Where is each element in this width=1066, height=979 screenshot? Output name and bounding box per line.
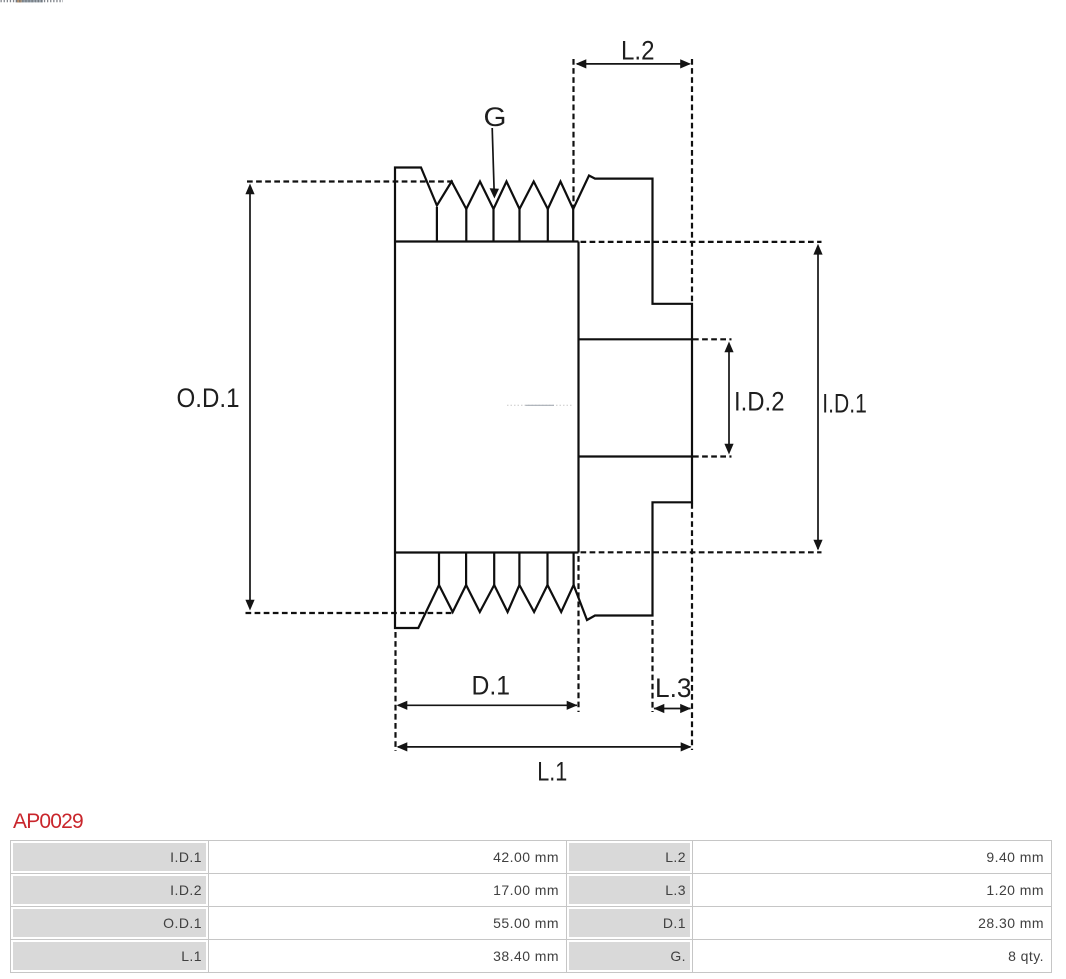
svg-text:I.D.2: I.D.2 [734,386,785,416]
svg-text:L.1: L.1 [537,757,567,787]
svg-text:I.D.1: I.D.1 [822,389,867,419]
svg-text:L.3: L.3 [655,673,692,703]
svg-text:O.D.1: O.D.1 [177,383,240,413]
svg-text:L.2: L.2 [621,36,655,66]
svg-text:D.1: D.1 [472,671,511,701]
svg-text:G: G [484,102,507,132]
